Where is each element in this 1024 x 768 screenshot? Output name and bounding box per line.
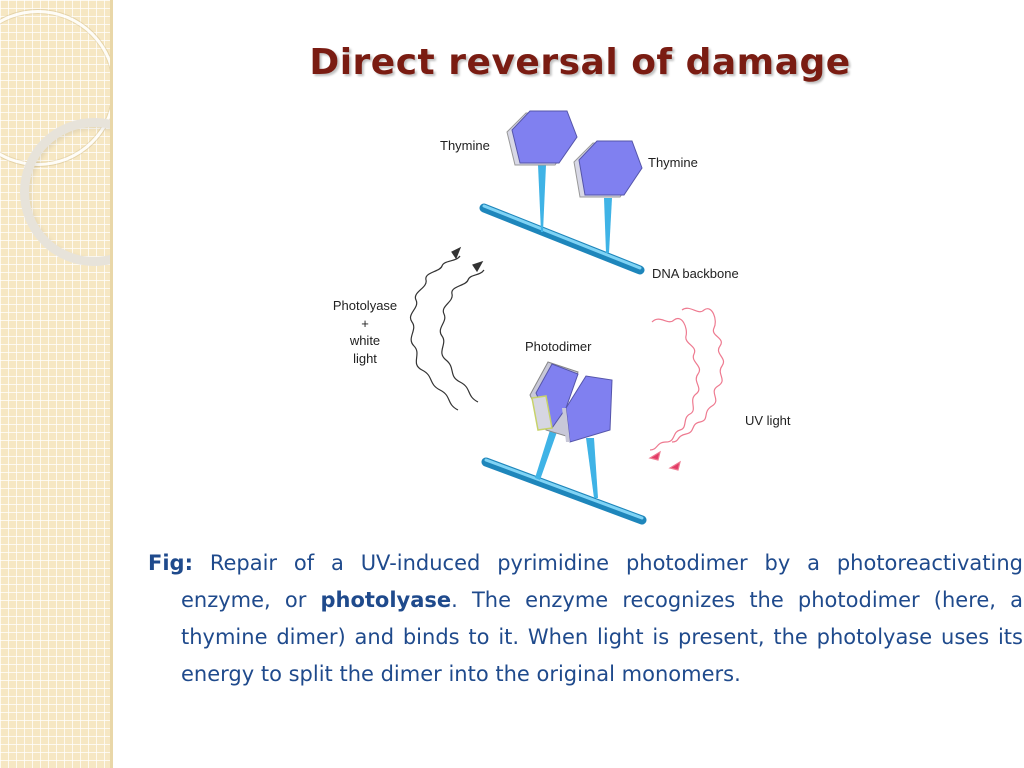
label-light: light <box>353 351 377 366</box>
dimer-linker-right <box>586 438 598 498</box>
dimer-linker-left <box>535 430 557 480</box>
base-linker-right <box>604 198 612 253</box>
base-linker-left <box>538 165 546 232</box>
dna-backbone-bottom <box>481 457 647 525</box>
caption-text-2: . The enzyme recognizes the photodimer (… <box>181 588 1023 686</box>
uv-light-waves <box>648 307 724 471</box>
photolyase-repair-diagram: Thymine Thymine DNA backbone Photolyase … <box>333 110 791 525</box>
label-dna-backbone: DNA backbone <box>652 266 739 281</box>
sidebar-divider <box>110 0 113 768</box>
photodimer <box>529 361 613 443</box>
caption-prefix: Fig: <box>148 551 193 575</box>
white-light-waves <box>410 246 485 411</box>
figure-caption: Fig: Repair of a UV-induced pyrimidine p… <box>148 545 1023 693</box>
slide-title: Direct reversal of damage <box>309 42 851 83</box>
caption-bold-term: photolyase <box>320 588 452 612</box>
thymine-base-left <box>506 110 578 166</box>
label-white: white <box>349 333 380 348</box>
label-thymine-left: Thymine <box>440 138 490 153</box>
label-thymine-right: Thymine <box>648 155 698 170</box>
sidebar-decoration <box>0 0 112 768</box>
label-photodimer: Photodimer <box>525 339 592 354</box>
label-uv-light: UV light <box>745 413 791 428</box>
caption-text-1: Repair of a UV-induced pyrimidine photod… <box>181 551 1023 612</box>
label-photolyase: Photolyase <box>333 298 397 313</box>
dna-backbone-top <box>479 203 645 275</box>
thymine-base-right <box>573 140 643 198</box>
label-plus: + <box>361 316 369 331</box>
